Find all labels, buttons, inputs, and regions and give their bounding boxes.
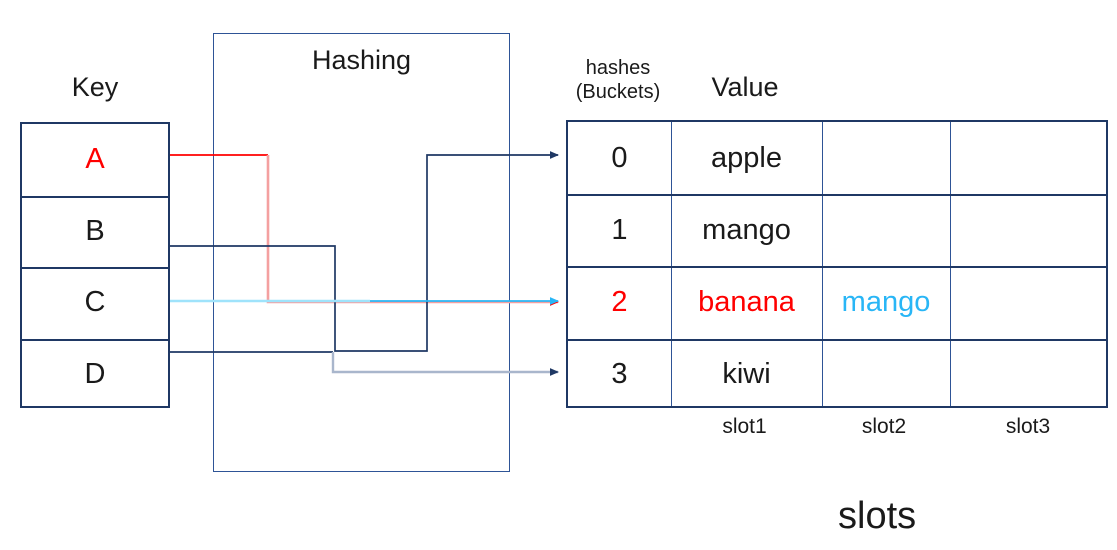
cell-row2-slot3[interactable] — [950, 266, 1108, 339]
hashing-box-title: Hashing — [311, 45, 412, 75]
slot-label-1: slot1 — [722, 415, 767, 438]
key-cell-1[interactable]: B — [22, 196, 168, 268]
bucket-index-label: 2 — [611, 286, 628, 318]
hash-table: 0 apple 1 mango 2 banana — [566, 120, 1108, 408]
cell-value: apple — [711, 141, 782, 174]
bucket-index-3[interactable]: 3 — [568, 339, 671, 410]
column-divider-1 — [671, 122, 672, 406]
cell-row0-slot1[interactable]: apple — [671, 122, 822, 194]
cell-row0-slot3[interactable] — [950, 122, 1108, 194]
hashes-buckets-title: hashes (Buckets) — [566, 56, 670, 104]
key-cell-label: A — [85, 143, 105, 176]
bucket-index-2[interactable]: 2 — [568, 266, 671, 339]
key-cell-label: D — [84, 357, 106, 390]
bucket-index-label: 0 — [611, 141, 628, 174]
hashes-title-line1: hashes — [585, 57, 651, 79]
row-divider-3 — [568, 339, 1106, 341]
key-row-divider — [22, 267, 168, 269]
slot-label-3: slot3 — [1005, 415, 1051, 438]
cell-value: mango — [702, 213, 791, 246]
row-divider-1 — [568, 194, 1106, 196]
key-column-title: Key — [71, 72, 119, 102]
bucket-index-1[interactable]: 1 — [568, 194, 671, 266]
cell-row3-slot2[interactable] — [822, 339, 950, 410]
cell-row2-slot1[interactable]: banana — [671, 266, 822, 339]
key-cell-label: B — [85, 214, 105, 247]
cell-value: mango — [841, 286, 931, 318]
bucket-index-label: 3 — [611, 358, 628, 390]
key-table: A B C D — [20, 122, 170, 408]
cell-row3-slot3[interactable] — [950, 339, 1108, 410]
cell-row2-slot2[interactable]: mango — [822, 266, 950, 339]
cell-row1-slot2[interactable] — [822, 194, 950, 266]
cell-value: kiwi — [722, 358, 771, 390]
bucket-index-label: 1 — [611, 213, 628, 246]
key-row-divider — [22, 338, 168, 341]
cell-row0-slot2[interactable] — [822, 122, 950, 194]
cell-row1-slot3[interactable] — [950, 194, 1108, 266]
row-divider-2 — [568, 266, 1106, 268]
column-divider-2 — [822, 122, 823, 406]
value-column-title: Value — [711, 72, 779, 102]
key-cell-2[interactable]: C — [22, 267, 168, 339]
key-cell-0[interactable]: A — [22, 124, 168, 196]
slot-label-2: slot2 — [861, 415, 907, 438]
cell-row1-slot1[interactable]: mango — [671, 194, 822, 266]
column-divider-3 — [950, 122, 951, 406]
key-cell-3[interactable]: D — [22, 339, 168, 411]
hashing-box — [213, 33, 510, 472]
cell-value: banana — [698, 286, 795, 318]
key-row-divider — [22, 195, 168, 198]
hashes-title-line2: (Buckets) — [575, 81, 661, 103]
key-cell-label: C — [84, 286, 106, 319]
bucket-index-0[interactable]: 0 — [568, 122, 671, 194]
cell-row3-slot1[interactable]: kiwi — [671, 339, 822, 410]
slots-footer-label: slots — [838, 495, 917, 537]
